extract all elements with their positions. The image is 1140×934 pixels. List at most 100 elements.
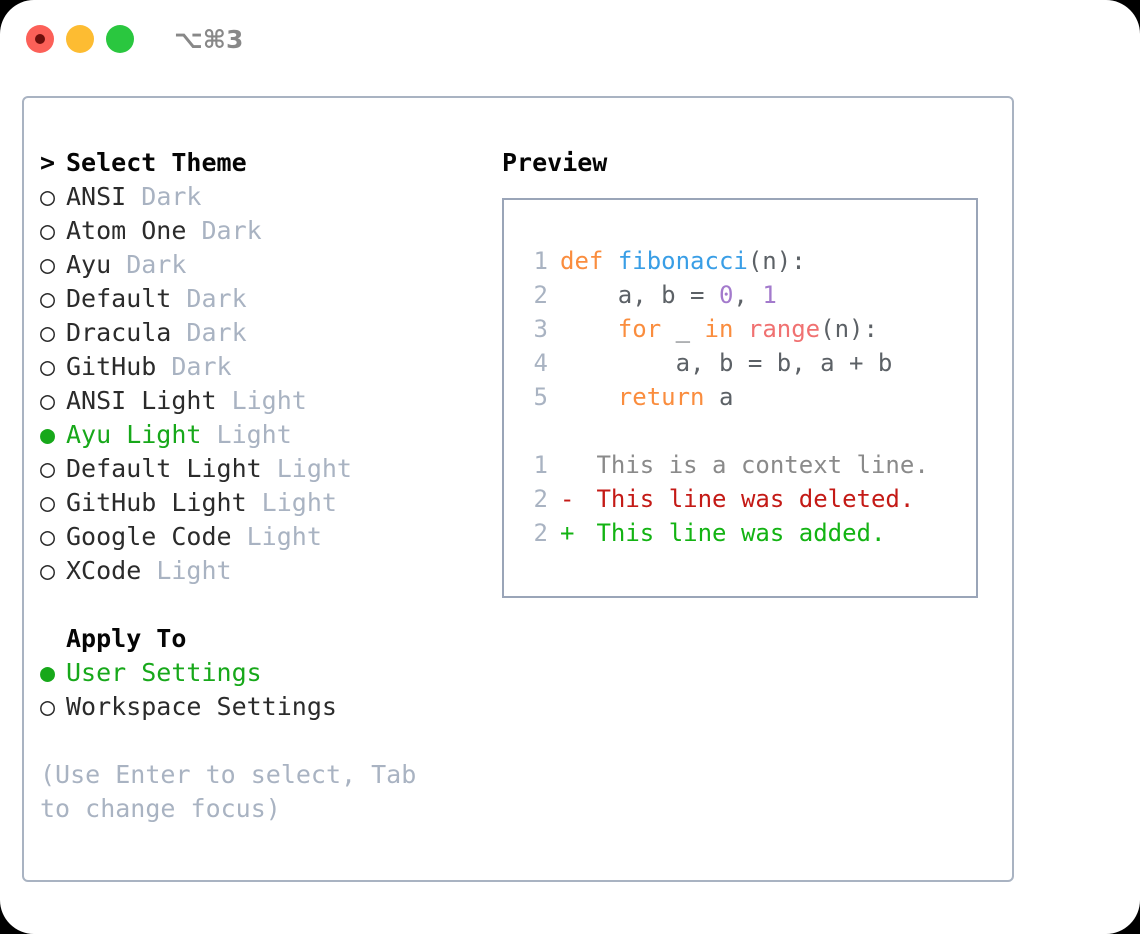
diff-line: 2+ This line was added.	[520, 516, 976, 550]
theme-list-item[interactable]: ○ GitHub Dark	[40, 350, 510, 384]
radio-unselected-icon: ○	[40, 386, 56, 415]
code-diff-separator	[520, 414, 976, 448]
code-token: in	[704, 315, 734, 343]
code-token: _	[661, 315, 705, 343]
line-number: 3	[533, 315, 548, 343]
code-token: a, b =	[560, 281, 719, 309]
keyboard-shortcut-label: ⌥⌘3	[174, 24, 244, 54]
caret-icon: >	[40, 148, 56, 177]
radio-unselected-icon: ○	[40, 318, 56, 347]
close-window-button[interactable]	[26, 25, 54, 53]
theme-variant-label: Light	[216, 386, 307, 415]
apply-to-item[interactable]: ○Workspace Settings	[40, 690, 510, 724]
radio-selected-icon: ●	[40, 420, 56, 449]
diff-sign: -	[560, 485, 575, 513]
diff-text: This line was deleted.	[582, 485, 915, 513]
keyboard-hint-text: (Use Enter to select, Tab to change focu…	[40, 760, 417, 823]
line-number: 1	[533, 451, 548, 479]
code-token: (n):	[820, 315, 878, 343]
theme-list-item[interactable]: ○Default Dark	[40, 282, 510, 316]
theme-variant-label: Dark	[156, 352, 232, 381]
theme-name-label: ANSI	[66, 182, 127, 211]
theme-list-item[interactable]: ○Dracula Dark	[40, 316, 510, 350]
theme-list-item[interactable]: ○Atom One Dark	[40, 214, 510, 248]
diff-sign: +	[560, 519, 575, 547]
code-token: a, b = b, a + b	[560, 349, 893, 377]
radio-selected-icon: ●	[40, 658, 56, 687]
code-line: 5 return a	[520, 380, 976, 414]
line-number: 5	[533, 383, 548, 411]
radio-unselected-icon: ○	[40, 216, 56, 245]
line-number: 4	[533, 349, 548, 377]
radio-unselected-icon: ○	[40, 522, 56, 551]
theme-variant-label: Light	[201, 420, 292, 449]
theme-variant-label: Dark	[111, 250, 187, 279]
code-token: def	[560, 247, 604, 275]
minimize-window-button[interactable]	[66, 25, 94, 53]
theme-selector-panel: >Select Theme ○ANSI Dark○Atom One Dark○A…	[40, 146, 510, 826]
theme-variant-label: Light	[231, 522, 322, 551]
theme-list-item[interactable]: ○ XCode Light	[40, 554, 510, 588]
theme-list-item[interactable]: ● Ayu Light Light	[40, 418, 510, 452]
theme-list-item[interactable]: ○Default Light Light	[40, 452, 510, 486]
theme-name-label: GitHub	[66, 352, 157, 381]
diff-line: 1 This is a context line.	[520, 448, 976, 482]
code-token: return	[617, 383, 705, 411]
code-line: 1 def fibonacci(n):	[520, 244, 976, 278]
theme-variant-label: Dark	[186, 216, 262, 245]
theme-variant-label: Light	[141, 556, 232, 585]
code-token: (n):	[747, 247, 806, 275]
select-theme-header-label: Select Theme	[66, 148, 247, 177]
title-bar: ⌥⌘3	[0, 0, 1140, 78]
radio-unselected-icon: ○	[40, 692, 56, 721]
theme-list-item[interactable]: ○Ayu Dark	[40, 248, 510, 282]
theme-name-label: ANSI Light	[66, 386, 217, 415]
theme-name-label: Ayu	[66, 250, 112, 279]
radio-unselected-icon: ○	[40, 284, 56, 313]
line-number: 2	[533, 281, 548, 309]
code-token: fibonacci	[617, 247, 748, 275]
radio-unselected-icon: ○	[40, 454, 56, 483]
code-line: 3 for _ in range(n):	[520, 312, 976, 346]
theme-name-label: Default Light	[66, 454, 262, 483]
apply-to-header: >Apply To	[40, 622, 510, 656]
theme-variant-label: Light	[246, 488, 337, 517]
radio-unselected-icon: ○	[40, 352, 56, 381]
theme-name-label: Ayu Light	[66, 420, 202, 449]
radio-unselected-icon: ○	[40, 182, 56, 211]
theme-variant-label: Dark	[126, 182, 202, 211]
diff-text: This is a context line.	[582, 451, 929, 479]
caret-placeholder-icon: >	[40, 622, 66, 656]
code-token: for	[617, 315, 662, 343]
theme-list: ○ANSI Dark○Atom One Dark○Ayu Dark○Defaul…	[40, 180, 510, 588]
code-token: 0	[718, 281, 734, 309]
list-spacer	[40, 588, 510, 622]
content-frame: >Select Theme ○ANSI Dark○Atom One Dark○A…	[22, 96, 1014, 882]
close-icon	[35, 34, 45, 44]
code-line: 2 a, b = 0, 1	[520, 278, 976, 312]
theme-variant-label: Dark	[171, 318, 247, 347]
apply-to-label: User Settings	[66, 658, 262, 687]
theme-name-label: Google Code	[66, 522, 232, 551]
maximize-window-button[interactable]	[106, 25, 134, 53]
radio-unselected-icon: ○	[40, 488, 56, 517]
theme-list-item[interactable]: ○ ANSI Dark	[40, 180, 510, 214]
theme-name-label: XCode	[66, 556, 142, 585]
radio-unselected-icon: ○	[40, 556, 56, 585]
code-token	[560, 315, 618, 343]
line-number: 1	[533, 247, 548, 275]
apply-to-item[interactable]: ● User Settings	[40, 656, 510, 690]
code-token	[560, 383, 618, 411]
select-theme-header: > Select Theme	[40, 146, 510, 180]
line-number: 2	[533, 485, 548, 513]
code-token: ,	[733, 281, 763, 309]
diff-text: This line was added.	[582, 519, 886, 547]
theme-list-item[interactable]: ○ Google Code Light	[40, 520, 510, 554]
preview-label: Preview	[502, 148, 608, 177]
theme-name-label: GitHub Light	[66, 488, 247, 517]
theme-list-item[interactable]: ○ GitHub Light Light	[40, 486, 510, 520]
theme-list-item[interactable]: ○ ANSI Light Light	[40, 384, 510, 418]
code-line: 4 a, b = b, a + b	[520, 346, 976, 380]
